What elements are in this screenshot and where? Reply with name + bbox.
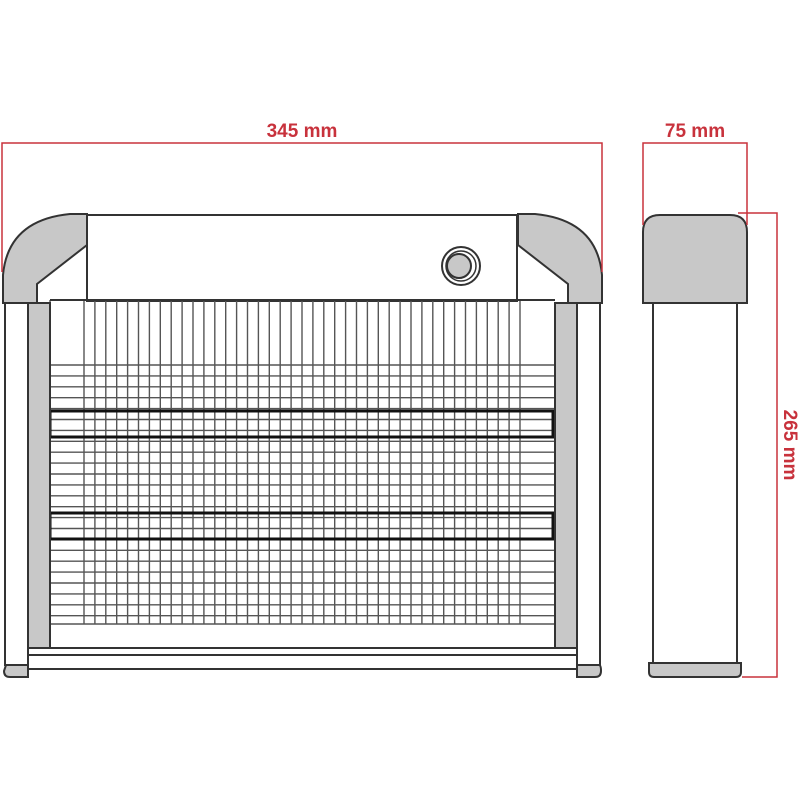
left-post <box>27 302 51 649</box>
side-cap <box>642 214 748 304</box>
left-corner-cap <box>2 213 88 304</box>
side-body <box>652 299 738 665</box>
height-label: 265 mm <box>779 410 800 481</box>
power-switch-knob <box>441 246 481 286</box>
height-dimension: 265 mm <box>738 212 800 678</box>
side-view <box>642 214 748 678</box>
depth-dimension: 75 mm <box>642 121 748 225</box>
right-post <box>554 302 578 649</box>
width-dimension: 345 mm <box>1 121 603 272</box>
depth-label: 75 mm <box>665 121 725 142</box>
width-label: 345 mm <box>267 121 338 142</box>
base <box>27 654 578 670</box>
right-foot <box>576 664 603 678</box>
left-foot <box>2 664 29 678</box>
grill-grid <box>49 300 555 648</box>
base-rail <box>27 647 578 656</box>
right-leg <box>576 302 601 666</box>
left-leg <box>4 302 29 666</box>
right-corner-cap <box>517 213 603 304</box>
front-view <box>2 213 603 678</box>
side-foot <box>648 662 742 678</box>
